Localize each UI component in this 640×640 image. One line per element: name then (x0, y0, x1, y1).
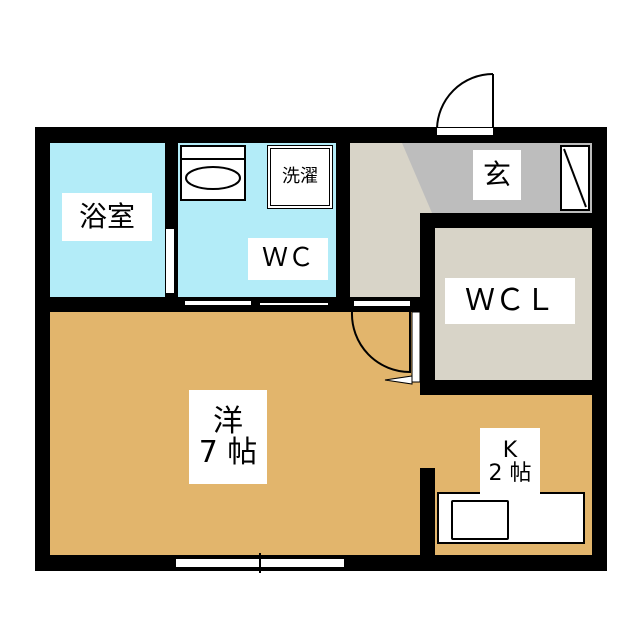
laundry-label: 洗濯 (282, 165, 318, 187)
wc-door[interactable] (183, 299, 253, 307)
closet-label: ＷＣＬ (445, 278, 575, 324)
wall-closet-left (420, 213, 435, 395)
kitchen-counter (437, 492, 585, 544)
toilet (180, 145, 246, 201)
laundry-space: 洗濯 (267, 145, 333, 209)
bath-label: 浴室 (62, 193, 152, 241)
wall-right (592, 127, 607, 571)
entrance-door[interactable] (435, 72, 497, 136)
wall-closet-bottom (420, 380, 592, 395)
wall-wc-hall (336, 143, 350, 303)
sink (451, 500, 509, 540)
wc-label: ＷＣ (248, 238, 328, 280)
wall-left (35, 127, 50, 571)
bath-door[interactable] (165, 228, 175, 294)
wall-closet-top (420, 213, 592, 228)
room-door-swing[interactable] (350, 310, 430, 390)
wall-kitchen-left (420, 468, 435, 571)
wall-top (35, 127, 607, 143)
wc-door-2[interactable] (258, 301, 330, 307)
entrance-floor (402, 143, 592, 213)
hall-opening (352, 299, 412, 308)
entrance-label: 玄 (473, 150, 521, 200)
window-bottom-mullion (259, 553, 261, 573)
shoe-cabinet (560, 145, 590, 211)
